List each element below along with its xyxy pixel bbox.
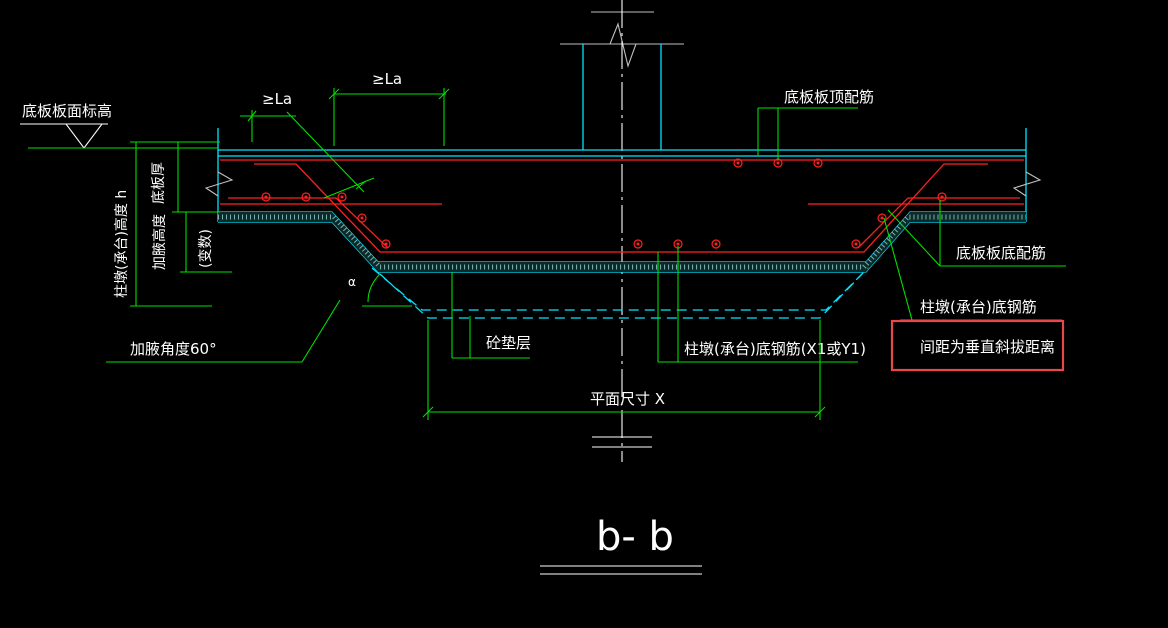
la-top-dimension bbox=[328, 88, 450, 146]
alpha-symbol: α bbox=[348, 275, 356, 289]
la-left-dimension bbox=[240, 110, 375, 199]
rebar-dot bbox=[633, 239, 643, 249]
cushion-leader bbox=[451, 272, 530, 359]
elevation-marker bbox=[20, 123, 218, 149]
rebar-dot bbox=[357, 213, 367, 223]
center-line-end-mark bbox=[592, 436, 652, 448]
plan-dimension bbox=[422, 320, 826, 420]
rebar-dot bbox=[261, 192, 271, 202]
highlight-box bbox=[890, 319, 1065, 372]
pier-bottom-rebar bbox=[228, 163, 1020, 253]
rebar-section-dots bbox=[261, 158, 947, 249]
pier-height-dimension bbox=[130, 141, 232, 307]
haunch-height-label: 加腋高度 bbox=[151, 214, 168, 270]
slab-bottom-rebar-label: 底板板底配筋 bbox=[956, 244, 1046, 262]
section-title: b- b bbox=[596, 514, 674, 560]
rebar-dot bbox=[711, 239, 721, 249]
column-outline bbox=[560, 11, 684, 150]
slab-thickness-label: 底板厚 bbox=[151, 162, 167, 204]
cushion-bottom-dashed bbox=[371, 267, 869, 319]
rebar-dot bbox=[877, 213, 887, 223]
slab-outline bbox=[204, 128, 1042, 222]
haunch-height-variable-label: (变数) bbox=[198, 229, 214, 268]
slab-bottom-rebar-leader bbox=[887, 200, 1066, 267]
pier-bottom-rebar-xy-leader bbox=[657, 246, 858, 363]
rebar-dot bbox=[733, 158, 743, 168]
cushion-layer bbox=[218, 212, 1026, 272]
plan-dimension-label: 平面尺寸 X bbox=[590, 390, 665, 408]
haunch-angle-label: 加腋角度60° bbox=[130, 340, 217, 358]
slab-top-rebar-label: 底板板顶配筋 bbox=[784, 88, 874, 106]
rebar-dot bbox=[813, 158, 823, 168]
section-title-underline bbox=[540, 565, 702, 575]
rebar-dot bbox=[337, 192, 347, 202]
la-left-label: ≥La bbox=[262, 90, 292, 108]
haunch-angle-marker bbox=[106, 273, 412, 363]
pier-height-label: 柱墩(承台)高度 h bbox=[113, 190, 130, 298]
pier-bottom-rebar-xy-label: 柱墩(承台)底钢筋(X1或Y1) bbox=[684, 340, 866, 358]
rebar-dot bbox=[301, 192, 311, 202]
slab-top-rebar-leader bbox=[757, 107, 858, 160]
la-top-label: ≥La bbox=[372, 70, 402, 88]
pier-bottom-rebar-label: 柱墩(承台)底钢筋 bbox=[920, 298, 1037, 316]
rebar-dot bbox=[937, 192, 947, 202]
spacing-note-label: 间距为垂直斜拔距离 bbox=[920, 338, 1055, 356]
cushion-label: 砼垫层 bbox=[486, 334, 531, 352]
slab-top-elevation-label: 底板板面标高 bbox=[22, 102, 112, 120]
rebar-dot bbox=[851, 239, 861, 249]
rebar-dot bbox=[381, 239, 391, 249]
